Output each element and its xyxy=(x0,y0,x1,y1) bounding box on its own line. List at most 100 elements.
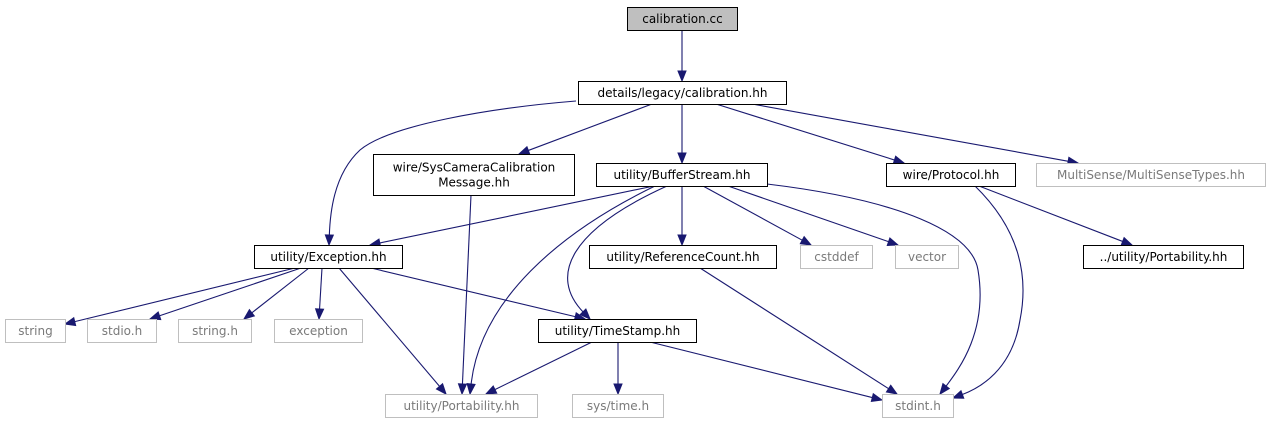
edge-exception_hh-to-exception xyxy=(314,267,325,321)
edge-time_stamp_hh-to-portability_hh xyxy=(484,341,593,395)
edge-buffer_stream_hh-to-time_stamp_hh xyxy=(567,185,668,320)
edge-line xyxy=(567,185,668,313)
node-protocol-hh[interactable]: wire/Protocol.hh xyxy=(886,163,1016,187)
node-label: utility/ReferenceCount.hh xyxy=(606,250,759,264)
edge-arrowhead xyxy=(1120,236,1134,246)
node-label: utility/Exception.hh xyxy=(270,250,386,264)
edge-line xyxy=(961,185,1024,396)
node-box xyxy=(538,319,697,343)
edge-arrowhead xyxy=(324,234,335,247)
edge-line xyxy=(338,267,441,388)
edge-buffer_stream_hh-to-vector xyxy=(727,185,900,247)
edge-reference_count_hh-to-stdint_h xyxy=(699,267,899,395)
edge-legacy_calibration_hh-to-protocol_hh xyxy=(715,103,906,165)
edge-exception_hh-to-portability_hh xyxy=(338,267,447,396)
node-box xyxy=(5,319,66,343)
node-box xyxy=(627,7,738,31)
edge-arrowhead xyxy=(457,383,468,396)
edge-arrowhead xyxy=(799,235,813,246)
node-cstddef: cstddef xyxy=(800,245,873,269)
node-time-stamp-hh[interactable]: utility/TimeStamp.hh xyxy=(538,319,697,343)
node-label: cstddef xyxy=(814,250,859,264)
edge-arrowhead xyxy=(517,145,531,155)
node-label: sys/time.h xyxy=(587,399,649,413)
edges-layer xyxy=(63,30,1134,403)
edge-line xyxy=(158,267,302,317)
edge-line xyxy=(751,103,1070,162)
node-legacy-calibration-hh[interactable]: details/legacy/calibration.hh xyxy=(578,81,787,105)
node-box xyxy=(886,163,1016,187)
node-box xyxy=(895,245,959,269)
edge-line xyxy=(328,100,577,237)
edge-line xyxy=(978,185,1124,243)
edge-sys_camera_calibration_message_hh-to-portability_hh xyxy=(457,194,472,396)
edge-exception_hh-to-string_h xyxy=(242,267,310,320)
edge-legacy_calibration_hh-to-multisense_types_hh xyxy=(751,103,1080,166)
node-calibration-cc: calibration.cc xyxy=(627,7,738,31)
node-string-h: string.h xyxy=(178,319,252,343)
edge-protocol_hh-to-stdint_h xyxy=(951,185,1024,399)
edge-arrowhead xyxy=(951,389,965,399)
edge-time_stamp_hh-to-sys_time_h xyxy=(613,342,623,396)
edge-arrowhead xyxy=(579,308,591,320)
node-box xyxy=(373,154,575,196)
edge-line xyxy=(493,341,593,391)
edge-line xyxy=(715,103,896,161)
edge-legacy_calibration_hh-to-exception_hh xyxy=(324,100,577,247)
edge-arrowhead xyxy=(939,382,951,396)
node-string: string xyxy=(5,319,66,343)
edge-line xyxy=(766,183,981,388)
edge-arrowhead xyxy=(886,237,900,247)
edge-line xyxy=(702,185,804,242)
edge-line xyxy=(378,185,655,244)
edge-arrowhead xyxy=(484,385,498,395)
node-label: MultiSense/MultiSenseTypes.hh xyxy=(1057,168,1245,182)
edge-calibration_cc-to-legacy_calibration_hh xyxy=(677,30,687,83)
nodes-layer: calibration.cc details/legacy/calibration… xyxy=(5,7,1266,418)
node-label: Message.hh xyxy=(438,176,510,190)
node-box xyxy=(274,319,363,343)
edge-line xyxy=(461,194,472,386)
node-rel-portability-hh[interactable]: ../utility/Portability.hh xyxy=(1083,245,1244,269)
edge-arrowhead xyxy=(677,234,687,247)
edge-line xyxy=(318,267,323,311)
node-box xyxy=(1083,245,1244,269)
node-label: stdio.h xyxy=(102,324,142,338)
edge-line xyxy=(370,267,577,318)
node-portability-hh: utility/Portability.hh xyxy=(385,394,538,418)
edge-arrowhead xyxy=(613,383,623,396)
edge-line xyxy=(73,267,296,323)
edge-arrowhead xyxy=(892,155,906,165)
node-box xyxy=(1036,163,1266,187)
edge-arrowhead xyxy=(885,384,899,395)
node-box xyxy=(800,245,873,269)
node-label: exception xyxy=(289,324,348,338)
node-buffer-stream-hh[interactable]: utility/BufferStream.hh xyxy=(596,163,768,187)
node-box xyxy=(254,245,403,269)
node-exception: exception xyxy=(274,319,363,343)
edge-legacy_calibration_hh-to-sys_camera_calibration_message_hh xyxy=(517,103,653,155)
node-sys-time-h: sys/time.h xyxy=(572,394,664,418)
node-exception-hh[interactable]: utility/Exception.hh xyxy=(254,245,403,269)
edge-line xyxy=(470,185,656,386)
edge-buffer_stream_hh-to-reference_count_hh xyxy=(677,186,687,247)
node-box xyxy=(596,163,768,187)
node-label: string.h xyxy=(192,324,238,338)
edge-arrowhead xyxy=(677,70,687,83)
node-label: vector xyxy=(908,250,946,264)
node-label: calibration.cc xyxy=(642,12,723,26)
edge-legacy_calibration_hh-to-buffer_stream_hh xyxy=(677,104,687,165)
node-reference-count-hh[interactable]: utility/ReferenceCount.hh xyxy=(589,245,777,269)
node-label: details/legacy/calibration.hh xyxy=(598,86,768,100)
edge-arrowhead xyxy=(870,392,884,403)
node-label: utility/BufferStream.hh xyxy=(613,168,750,182)
node-box xyxy=(882,394,954,418)
edge-arrowhead xyxy=(677,152,687,165)
node-label: string xyxy=(18,324,52,338)
edge-exception_hh-to-stdio_h xyxy=(148,267,302,321)
edge-line xyxy=(699,267,890,390)
node-label: utility/TimeStamp.hh xyxy=(555,324,681,338)
node-stdio-h: stdio.h xyxy=(87,319,157,343)
edge-arrowhead xyxy=(314,308,325,321)
